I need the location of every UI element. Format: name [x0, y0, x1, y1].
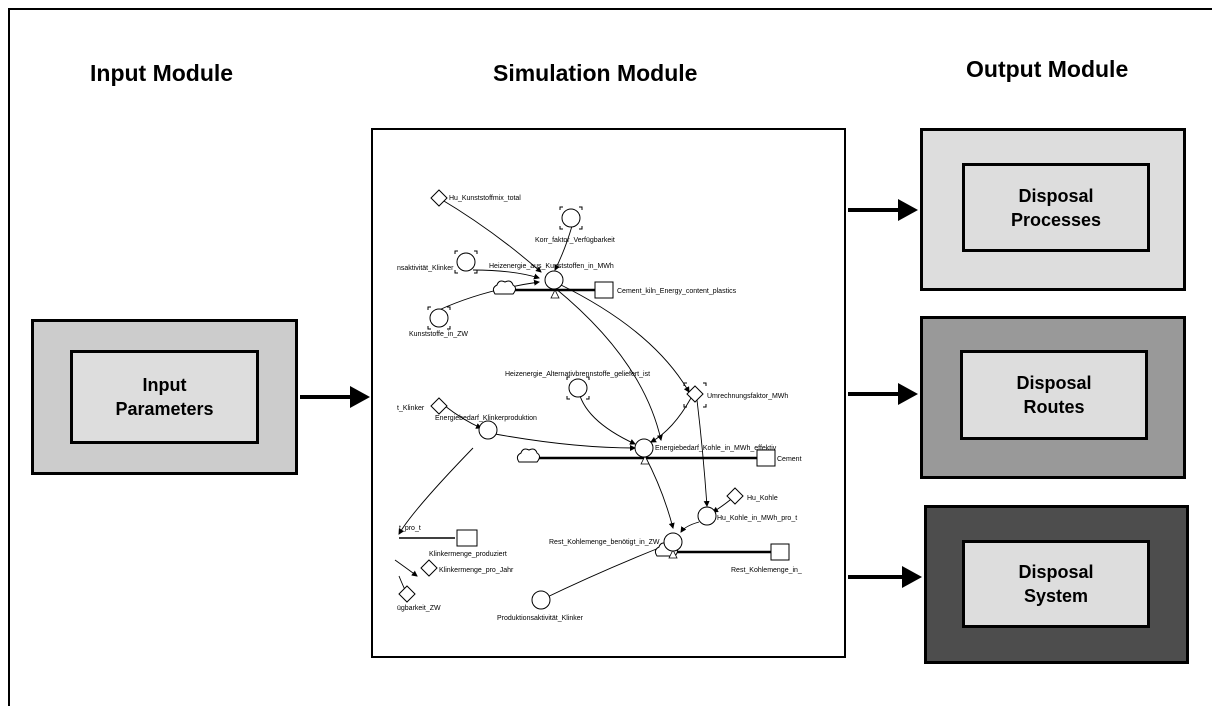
- label-cement-kiln: Cement_kiln_Energy_content_plastics: [617, 288, 737, 295]
- disposal-system-box: Disposal System: [962, 540, 1150, 628]
- label-pro-t: t_pro_t: [399, 525, 421, 532]
- label-produktionsaktivitaet-top: nsaktivität_Klinker: [397, 265, 454, 272]
- disposal-system-line2: System: [1023, 586, 1089, 606]
- label-hu-kunststoffmix: Hu_Kunststoffmix_total: [449, 195, 521, 202]
- label-energiebedarf-klinker: Energiebedarf_Klinkerproduktion: [435, 415, 537, 422]
- stock-flow-model: Hu_Kunststoffmix_total Korr_faktor_Verfü…: [394, 189, 802, 622]
- label-cement-right: Cement: [777, 456, 802, 463]
- label-hu-kohle-mwh: Hu_Kohle_in_MWh_pro_t: [717, 515, 797, 522]
- label-umrechnungsfaktor: Umrechnungsfaktor_MWh: [707, 393, 788, 400]
- simulation-module-box: Hu_Kunststoffmix_total Korr_faktor_Verfü…: [371, 128, 846, 658]
- label-hu-kohle: Hu_Kohle: [747, 495, 778, 502]
- arrow-input-to-simulation: [300, 386, 370, 408]
- output-module-title: Output Module: [966, 56, 1129, 82]
- disposal-processes-line2: Processes: [1010, 209, 1102, 230]
- label-rest-kohle-in: Rest_Kohlemenge_in_: [731, 567, 802, 574]
- label-klinker-left: t_Klinker: [397, 405, 425, 412]
- label-korr-faktor: Korr_faktor_Verfügbarkeit: [535, 237, 615, 244]
- label-verfuegbarkeit-zw: ügbarkeit_ZW: [397, 605, 441, 612]
- disposal-system-line1: Disposal: [1018, 562, 1094, 582]
- disposal-processes-line1: Disposal: [1018, 185, 1094, 206]
- diagram-frame: [8, 8, 1212, 706]
- label-kunststoffe-zw: Kunststoffe_in_ZW: [409, 331, 468, 338]
- label-klinkermenge-produziert: Klinkermenge_produziert: [429, 551, 507, 558]
- label-klinkermenge-jahr: Klinkermenge_pro_Jahr: [439, 567, 514, 574]
- arrow-to-disposal-processes: [848, 199, 918, 221]
- input-module-title: Input Module: [90, 60, 234, 86]
- disposal-routes-line2: Routes: [1023, 397, 1085, 417]
- label-produktionsaktivitaet-bottom: Produktionsaktivität_Klinker: [497, 615, 584, 622]
- disposal-routes-box: Disposal Routes: [960, 350, 1148, 440]
- input-parameters-box: Input Parameters: [70, 350, 259, 444]
- disposal-processes-box: Disposal Processes: [962, 163, 1150, 252]
- label-energiebedarf-kohle: Energiebedarf_Kohle_in_MWh_effektiv: [655, 445, 777, 452]
- disposal-routes-line1: Disposal: [1016, 373, 1092, 393]
- label-heizenergie-kunststoffe: Heizenergie_aus_Kunststoffen_in_MWh: [489, 263, 614, 270]
- input-parameters-line2: Parameters: [115, 399, 214, 419]
- input-parameters-line1: Input: [142, 375, 187, 395]
- simulation-module-title: Simulation Module: [493, 60, 698, 86]
- arrow-to-disposal-system: [848, 566, 922, 588]
- arrow-to-disposal-routes: [848, 383, 918, 405]
- label-rest-kohle-benoetigt: Rest_Kohlemenge_benötigt_in_ZW: [549, 539, 660, 546]
- label-heizenergie-alt: Heizenergie_Alternativbrennstoffe_gelief…: [505, 371, 650, 378]
